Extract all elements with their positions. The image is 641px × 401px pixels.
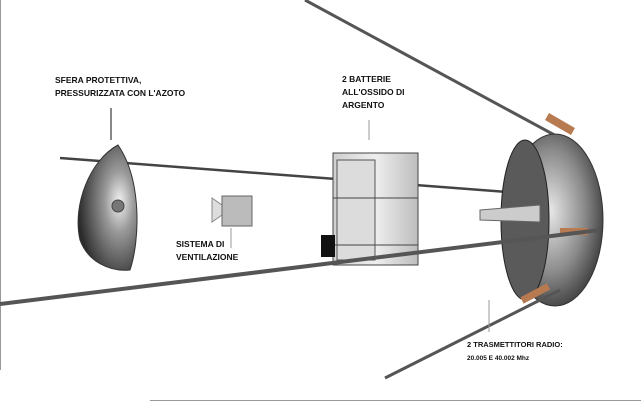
label-transmitters-line2: 20.005 E 40.002 Mhz <box>467 355 530 362</box>
label-batteries-line2: ALL'OSSIDO DI <box>342 87 405 97</box>
antenna-top <box>304 0 561 140</box>
protective-sphere-shell <box>77 144 138 271</box>
label-sphere-line2: PRESSURIZZATA CON L'AZOTO <box>55 88 186 98</box>
label-transmitters: 2 TRASMETTITORI RADIO: 20.005 E 40.002 M… <box>467 338 563 366</box>
label-ventilation-line2: VENTILAZIONE <box>176 252 239 262</box>
label-batteries: 2 BATTERIE ALL'OSSIDO DI ARGENTO <box>342 73 404 112</box>
antenna-rod-lower <box>0 228 601 306</box>
label-transmitters-line1: 2 TRASMETTITORI RADIO: <box>467 340 563 349</box>
antenna-bottom <box>384 288 561 380</box>
batteries-block <box>321 152 419 266</box>
label-sphere: SFERA PROTETTIVA, PRESSURIZZATA CON L'AZ… <box>55 74 185 100</box>
label-ventilation-line1: SISTEMA DI <box>176 239 225 249</box>
ventilation-unit <box>211 195 253 227</box>
label-batteries-line3: ARGENTO <box>342 100 385 110</box>
label-sphere-line1: SFERA PROTETTIVA, <box>55 75 142 85</box>
label-batteries-line1: 2 BATTERIE <box>342 74 391 84</box>
main-sphere <box>479 113 604 307</box>
antenna-rod-upper <box>59 156 521 195</box>
label-ventilation: SISTEMA DI VENTILAZIONE <box>176 238 238 264</box>
